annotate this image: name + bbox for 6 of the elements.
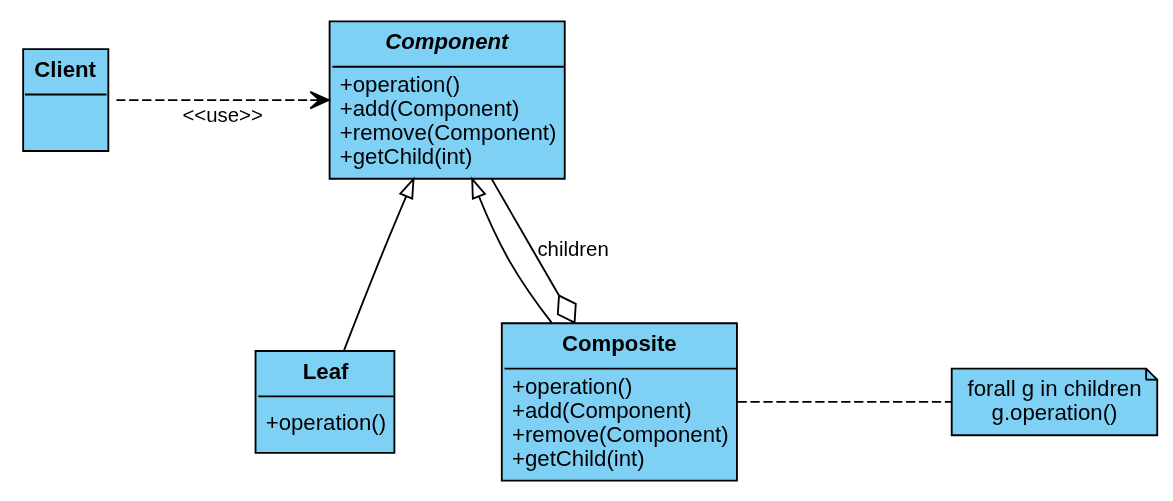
arrow: [115, 90, 330, 109]
edge-label: children: [537, 237, 609, 260]
edge-label: <<use>>: [182, 103, 263, 126]
connector: [490, 177, 577, 324]
arrow: [342, 176, 415, 352]
connector: [736, 400, 953, 403]
